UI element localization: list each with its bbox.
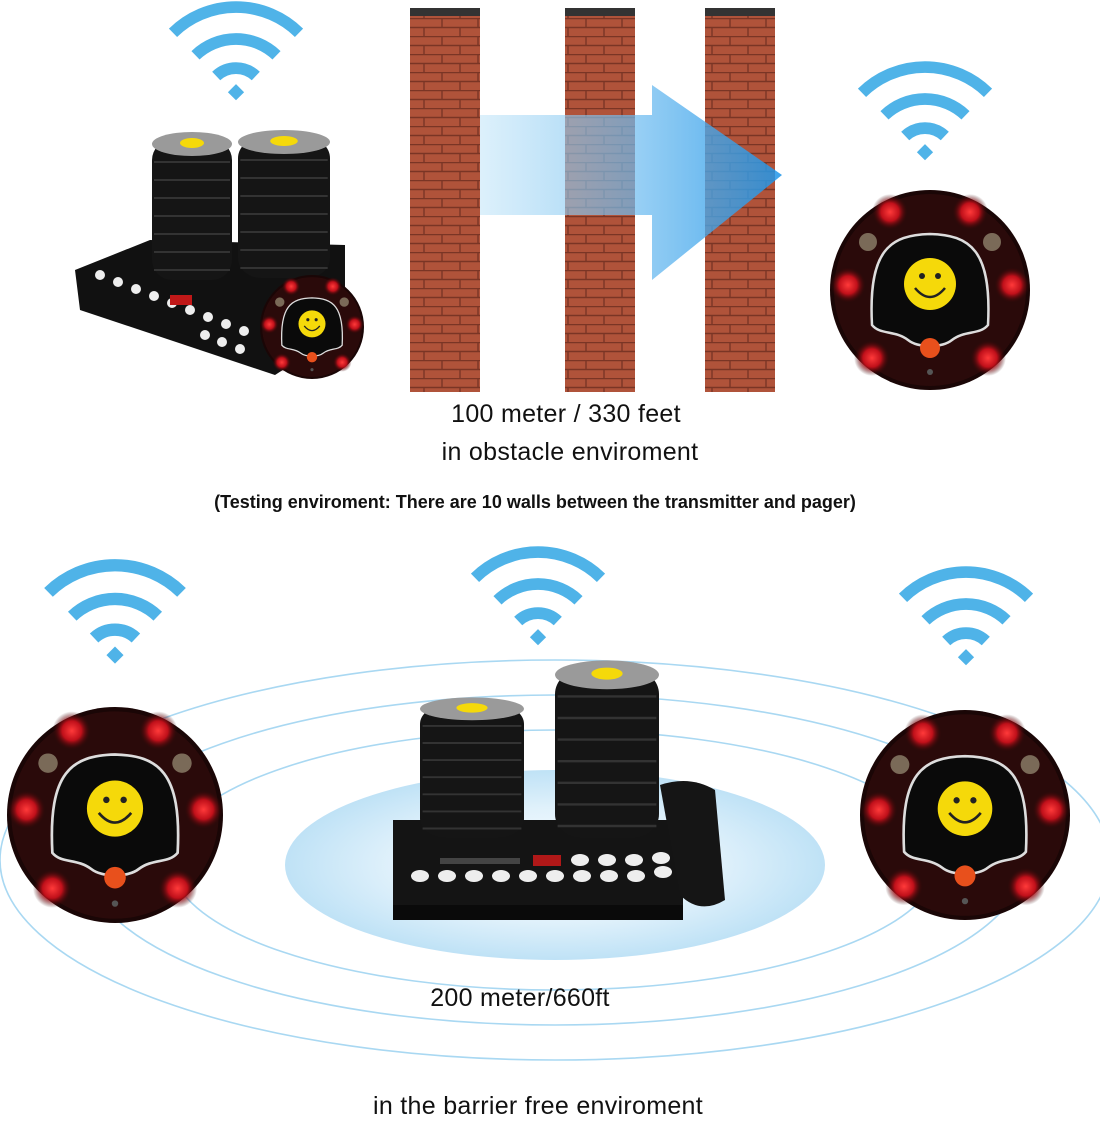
arrow-right-icon <box>480 85 782 280</box>
wifi-icon <box>903 572 1029 665</box>
wifi-icon <box>862 67 988 160</box>
pager-right-top <box>828 188 1032 392</box>
top-environment-label: in obstacle enviroment <box>441 438 699 466</box>
bottom-environment-label: in the barrier free enviroment <box>373 1092 703 1120</box>
bottom-range-label: 200 meter/660ft <box>430 984 610 1012</box>
wifi-icon <box>173 7 299 100</box>
pager-right <box>858 708 1072 922</box>
transmitter-top <box>75 128 365 380</box>
top-range-label: 100 meter / 330 feet <box>451 400 681 428</box>
wifi-icon <box>48 565 181 663</box>
testing-note: (Testing enviroment: There are 10 walls … <box>214 492 856 512</box>
transmitter-bottom <box>393 659 725 920</box>
wifi-icon <box>475 552 601 645</box>
pager-left <box>5 705 225 925</box>
